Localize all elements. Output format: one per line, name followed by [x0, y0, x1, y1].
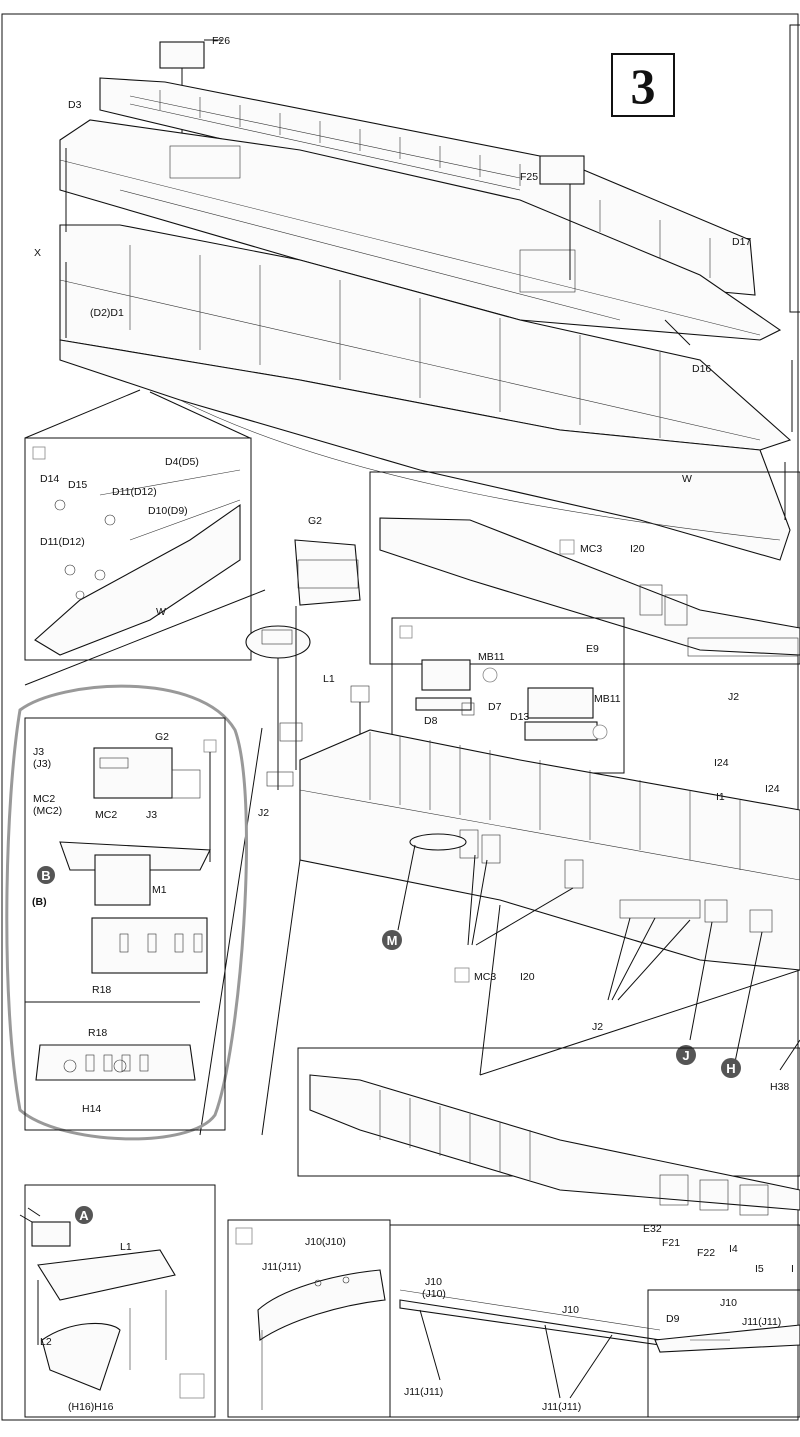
label-f22: F22	[697, 1247, 715, 1259]
label-j11-deck-b: J11(J11)	[542, 1401, 581, 1413]
label-j2-top: J2	[728, 691, 739, 703]
label-j3p: (J3)	[33, 758, 51, 770]
label-l1-gun: L1	[120, 1241, 132, 1253]
step-number-box: 3	[611, 53, 675, 117]
label-i4: I4	[729, 1243, 738, 1255]
label-d10d9: D10(D9)	[148, 505, 188, 517]
callout-b-text: B	[41, 868, 50, 883]
inset-side-wall	[369, 471, 800, 665]
label-d11d12-a: D11(D12)	[112, 486, 157, 498]
label-m1: M1	[152, 884, 167, 896]
label-j10p-deck: (J10)	[422, 1288, 446, 1300]
label-d15: D15	[68, 479, 87, 491]
inset-bow	[227, 1219, 391, 1418]
label-mc2p: (MC2)	[33, 805, 62, 817]
callout-m-text: M	[387, 933, 398, 948]
label-mc2b: MC2	[95, 809, 117, 821]
label-mc3: MC3	[474, 971, 496, 983]
label-f26: F26	[212, 35, 230, 47]
inset-funnel	[24, 717, 226, 1131]
callout-j	[676, 1045, 696, 1065]
callout-h-text: H	[726, 1061, 735, 1076]
label-g2: G2	[308, 515, 322, 527]
label-i: I	[791, 1263, 794, 1275]
label-d16: D16	[692, 363, 711, 375]
label-e9: E9	[586, 643, 599, 655]
callout-j-text: J	[682, 1048, 689, 1063]
inset-propellers	[24, 437, 252, 661]
callout-m	[382, 930, 402, 950]
highlight-circle	[5, 684, 248, 1141]
label-d2d1: (D2)D1	[90, 307, 124, 319]
label-h38: H38	[770, 1081, 789, 1093]
label-mb11: MB11	[478, 651, 505, 663]
label-d17: D17	[732, 236, 751, 248]
label-mb11b: MB11	[594, 693, 621, 705]
label-j2-main: J2	[592, 1021, 603, 1033]
label-j2-funnel: J2	[258, 807, 269, 819]
step-number: 3	[631, 58, 656, 114]
glue-icon	[179, 1373, 205, 1399]
label-j3b: J3	[146, 809, 157, 821]
label-h14: H14	[82, 1103, 101, 1115]
callout-h	[721, 1058, 741, 1078]
label-d9: D9	[666, 1313, 680, 1325]
exploded-hull	[24, 39, 793, 561]
inset-gun	[19, 1184, 216, 1418]
callout-a	[75, 1206, 93, 1224]
label-e32: E32	[643, 1223, 662, 1235]
label-j11j11-bow: J11(J11)	[262, 1261, 301, 1273]
label-mc3-top: MC3	[580, 543, 602, 555]
label-j10-stern: J10	[720, 1297, 737, 1309]
label-r18b: R18	[88, 1027, 107, 1039]
label-d4d5: D4(D5)	[165, 456, 199, 468]
label-j3: J3	[33, 746, 44, 758]
label-d3: D3	[68, 99, 82, 111]
label-w-hull: W	[682, 473, 692, 485]
inset-lower-side	[297, 1047, 800, 1216]
label-i20: I20	[520, 971, 535, 983]
callout-b	[37, 866, 55, 884]
label-d13: D13	[510, 711, 529, 723]
label-f25: F25	[520, 171, 538, 183]
label-mc2: MC2	[33, 793, 55, 805]
label-i24-a: I24	[714, 757, 729, 769]
label-l1: L1	[323, 673, 335, 685]
label-r18: R18	[92, 984, 111, 996]
paint-icon	[203, 739, 217, 753]
inset-deck	[389, 1224, 800, 1418]
glue-icon	[32, 446, 46, 460]
funnel-assembly	[24, 539, 370, 1136]
label-d14: D14	[40, 473, 59, 485]
label-bp: (B)	[32, 896, 47, 908]
label-j10j10-bow: J10(J10)	[305, 1236, 346, 1248]
label-j10b-deck: J10	[562, 1304, 579, 1316]
label-x: X	[34, 247, 41, 259]
label-w-inset: W	[156, 606, 166, 618]
label-i20-top: I20	[630, 543, 645, 555]
label-f21: F21	[662, 1237, 680, 1249]
label-d7: D7	[488, 701, 502, 713]
label-i24-b: I24	[765, 783, 780, 795]
label-h16: (H16)H16	[68, 1401, 114, 1413]
page-frame	[1, 13, 799, 1421]
main-hull-assembly	[261, 729, 800, 1136]
label-i1: I1	[716, 791, 725, 803]
inset-stern	[647, 1289, 800, 1418]
label-l2: L2	[40, 1336, 52, 1348]
label-j11-stern: J11(J11)	[742, 1316, 781, 1328]
label-i5: I5	[755, 1263, 764, 1275]
label-d8: D8	[424, 715, 438, 727]
label-j10-deck: J10	[425, 1276, 442, 1288]
label-d11d12-b: D11(D12)	[40, 536, 85, 548]
label-g2-inset: G2	[155, 731, 169, 743]
callout-a-text: A	[79, 1208, 89, 1223]
label-j11-deck-a: J11(J11)	[404, 1386, 443, 1398]
side-panel-edge	[789, 24, 800, 313]
